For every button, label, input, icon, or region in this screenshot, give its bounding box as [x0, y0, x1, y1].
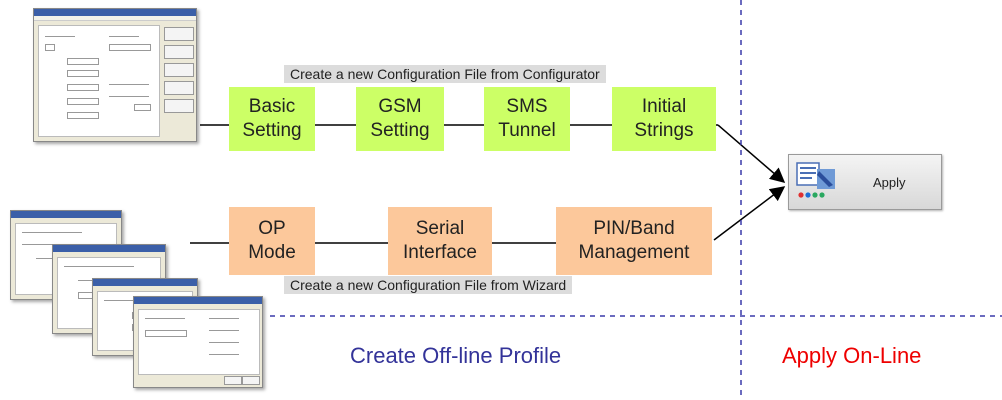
top-arrow — [717, 124, 786, 183]
configure-apply-icon — [796, 162, 835, 198]
configurator-window-thumbnail — [33, 8, 197, 142]
apply-button-label: Apply — [873, 175, 906, 190]
sms-tunnel-step: SMS Tunnel — [484, 87, 570, 151]
gsm-setting-step: GSM Setting — [356, 87, 444, 151]
configurator-caption: Create a new Configuration File from Con… — [284, 65, 606, 83]
initial-strings-label: Initial Strings — [634, 96, 694, 141]
op-mode-label: OP Mode — [248, 218, 296, 263]
offline-section-label: Create Off-line Profile — [350, 343, 562, 368]
pin-band-management-step: PIN/Band Management — [556, 207, 712, 275]
serial-interface-step: Serial Interface — [388, 207, 492, 275]
apply-button[interactable]: Apply — [788, 154, 942, 210]
initial-strings-step: Initial Strings — [612, 87, 716, 151]
bottom-arrow — [713, 186, 786, 241]
op-mode-step: OP Mode — [229, 207, 315, 275]
pin-band-management-label: PIN/Band Management — [578, 218, 690, 263]
wizard-caption: Create a new Configuration File from Wiz… — [284, 276, 573, 294]
gsm-setting-label: GSM Setting — [370, 96, 430, 141]
sms-tunnel-label: SMS Tunnel — [498, 96, 556, 141]
basic-setting-label: Basic Setting — [242, 96, 302, 141]
wizard-window-thumbnail-4 — [133, 296, 263, 388]
serial-interface-label: Serial Interface — [403, 218, 477, 263]
basic-setting-step: Basic Setting — [229, 87, 315, 151]
online-section-label: Apply On-Line — [782, 343, 922, 368]
